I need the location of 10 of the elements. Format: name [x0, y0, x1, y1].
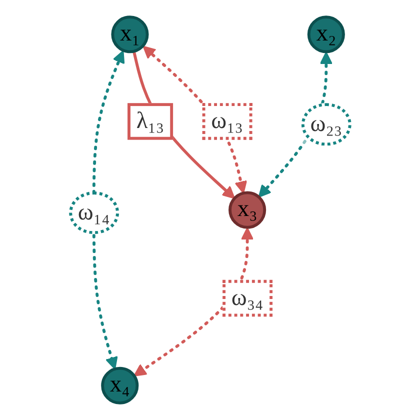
arrow — [92, 50, 125, 370]
edge-label: ω₁₄ — [78, 200, 110, 226]
node-circle: x₃ — [228, 191, 266, 229]
node-circle: x₄ — [101, 366, 139, 404]
edge-label: ω₁₃ — [211, 108, 243, 134]
node-circle: x₂ — [307, 16, 345, 54]
edge-label: λ₁₃ — [136, 108, 164, 134]
edge-label: ω₃₄ — [231, 286, 264, 311]
edge-label: ω₂₃ — [310, 112, 342, 137]
node-circle: x₁ — [111, 16, 149, 54]
